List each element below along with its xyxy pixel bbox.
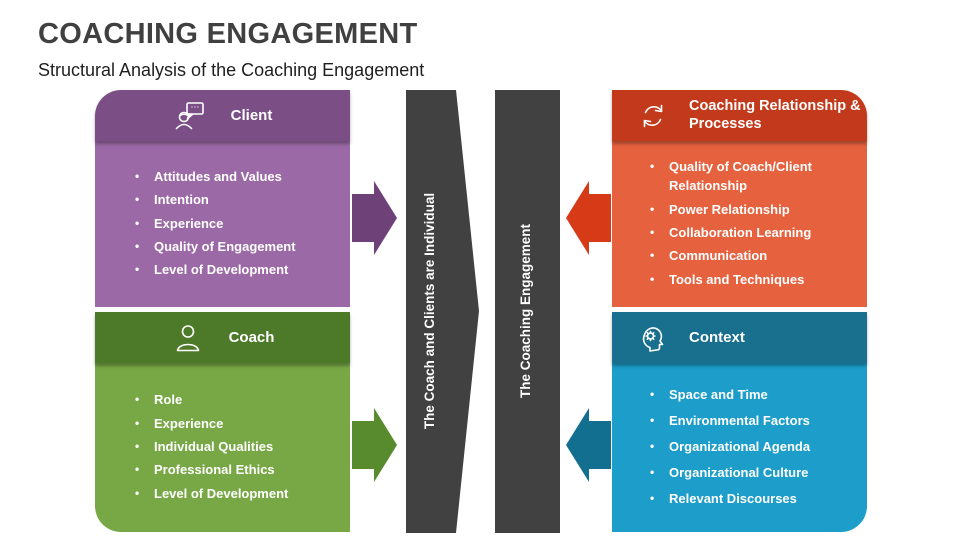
- bar-label-individual: The Coach and Clients are Individual: [422, 192, 437, 430]
- client-body: Attitudes and Values Intention Experienc…: [95, 141, 350, 307]
- list-item: Quality of Coach/Client Relationship: [650, 158, 849, 196]
- list-item: Environmental Factors: [650, 412, 849, 431]
- context-header-label: Context: [689, 328, 745, 346]
- list-item: Level of Development: [135, 261, 332, 280]
- cycle-arrows-icon: [643, 104, 663, 127]
- bar-label-engagement: The Coaching Engagement: [518, 223, 533, 399]
- list-item: Attitudes and Values: [135, 168, 332, 187]
- person-icon: [176, 324, 199, 351]
- person-chat-icon: [175, 101, 204, 129]
- coach-list: Role Experience Individual Qualities Pro…: [95, 387, 350, 508]
- page-title: COACHING ENGAGEMENT: [38, 18, 418, 50]
- client-header-label: Client: [230, 106, 273, 124]
- thinking-head-icon: [642, 326, 664, 352]
- list-item: Experience: [135, 415, 332, 434]
- relationship-arrow-left: [566, 181, 611, 255]
- relationship-header: Coaching Relationship & Processes: [612, 90, 867, 141]
- list-item: Collaboration Learning: [650, 224, 849, 243]
- context-list: Space and Time Environmental Factors Org…: [612, 379, 867, 515]
- list-item: Organizational Culture: [650, 464, 849, 483]
- client-header: Client: [95, 90, 350, 141]
- list-item: Professional Ethics: [135, 461, 332, 480]
- relationship-body: Quality of Coach/Client Relationship Pow…: [612, 141, 867, 307]
- context-header: Context: [612, 312, 867, 363]
- relationship-header-label: Coaching Relationship & Processes: [689, 98, 861, 132]
- relationship-list: Quality of Coach/Client Relationship Pow…: [612, 154, 867, 294]
- context-arrow-left: [566, 408, 611, 482]
- list-item: Individual Qualities: [135, 438, 332, 457]
- list-item: Space and Time: [650, 386, 849, 405]
- context-body: Space and Time Environmental Factors Org…: [612, 363, 867, 532]
- client-arrow-right: [352, 181, 397, 255]
- list-item: Relevant Discourses: [650, 490, 849, 509]
- list-item: Role: [135, 391, 332, 410]
- list-item: Organizational Agenda: [650, 438, 849, 457]
- coach-body: Role Experience Individual Qualities Pro…: [95, 363, 350, 532]
- list-item: Experience: [135, 215, 332, 234]
- list-item: Tools and Techniques: [650, 271, 849, 290]
- coach-header: Coach: [95, 312, 350, 363]
- center-bar-individual: [406, 90, 479, 533]
- list-item: Intention: [135, 191, 332, 210]
- client-list: Attitudes and Values Intention Experienc…: [95, 163, 350, 284]
- list-item: Communication: [650, 247, 849, 266]
- coach-header-label: Coach: [228, 328, 275, 346]
- coach-arrow-right: [352, 408, 397, 482]
- list-item: Power Relationship: [650, 201, 849, 220]
- list-item: Level of Development: [135, 485, 332, 504]
- page-subtitle: Structural Analysis of the Coaching Enga…: [38, 60, 425, 80]
- list-item: Quality of Engagement: [135, 238, 332, 257]
- center-bar-engagement: [495, 90, 560, 533]
